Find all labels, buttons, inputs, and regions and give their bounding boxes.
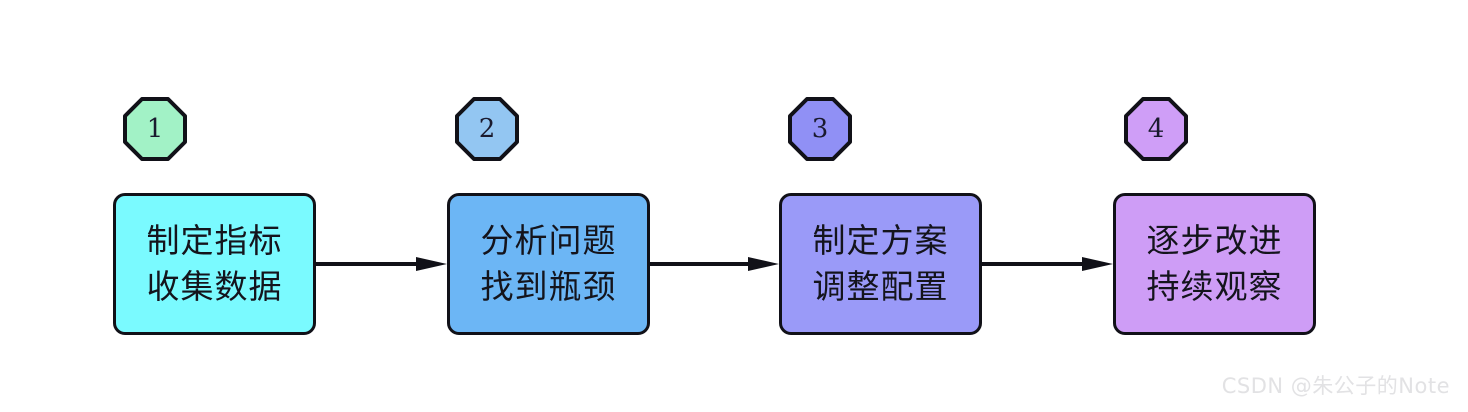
process-box-line2-1: 收集数据 <box>146 267 283 306</box>
step-badge-number-2: 2 <box>478 114 496 144</box>
process-box-line1-4: 逐步改进 <box>1146 221 1283 260</box>
connector-arrow-3-to-4 <box>982 257 1113 271</box>
process-box-line1-2: 分析问题 <box>480 221 617 260</box>
process-box-line1-3: 制定方案 <box>812 221 949 260</box>
process-box-4[interactable]: 逐步改进 持续观察 <box>1113 193 1316 335</box>
process-box-line2-4: 持续观察 <box>1146 267 1283 306</box>
process-box-line2-3: 调整配置 <box>812 267 949 306</box>
step-badge-3[interactable]: 3 <box>788 97 852 161</box>
connector-arrow-1-to-2 <box>316 257 447 271</box>
process-box-3[interactable]: 制定方案 调整配置 <box>779 193 982 335</box>
watermark-text: CSDN @朱公子的Note <box>1221 374 1450 398</box>
octagon-icon <box>1124 97 1188 161</box>
step-badge-number-4: 4 <box>1147 114 1165 144</box>
process-box-line2-2: 找到瓶颈 <box>480 267 617 306</box>
octagon-icon <box>788 97 852 161</box>
octagon-icon <box>455 97 519 161</box>
step-badge-2[interactable]: 2 <box>455 97 519 161</box>
step-badge-number-3: 3 <box>811 114 829 144</box>
connector-arrow-2-to-3 <box>650 257 779 271</box>
process-box-2[interactable]: 分析问题 找到瓶颈 <box>447 193 650 335</box>
step-badge-number-1: 1 <box>146 114 164 144</box>
process-box-line1-1: 制定指标 <box>146 221 283 260</box>
process-box-1[interactable]: 制定指标 收集数据 <box>113 193 316 335</box>
octagon-icon <box>123 97 187 161</box>
step-badge-1[interactable]: 1 <box>123 97 187 161</box>
step-badge-4[interactable]: 4 <box>1124 97 1188 161</box>
